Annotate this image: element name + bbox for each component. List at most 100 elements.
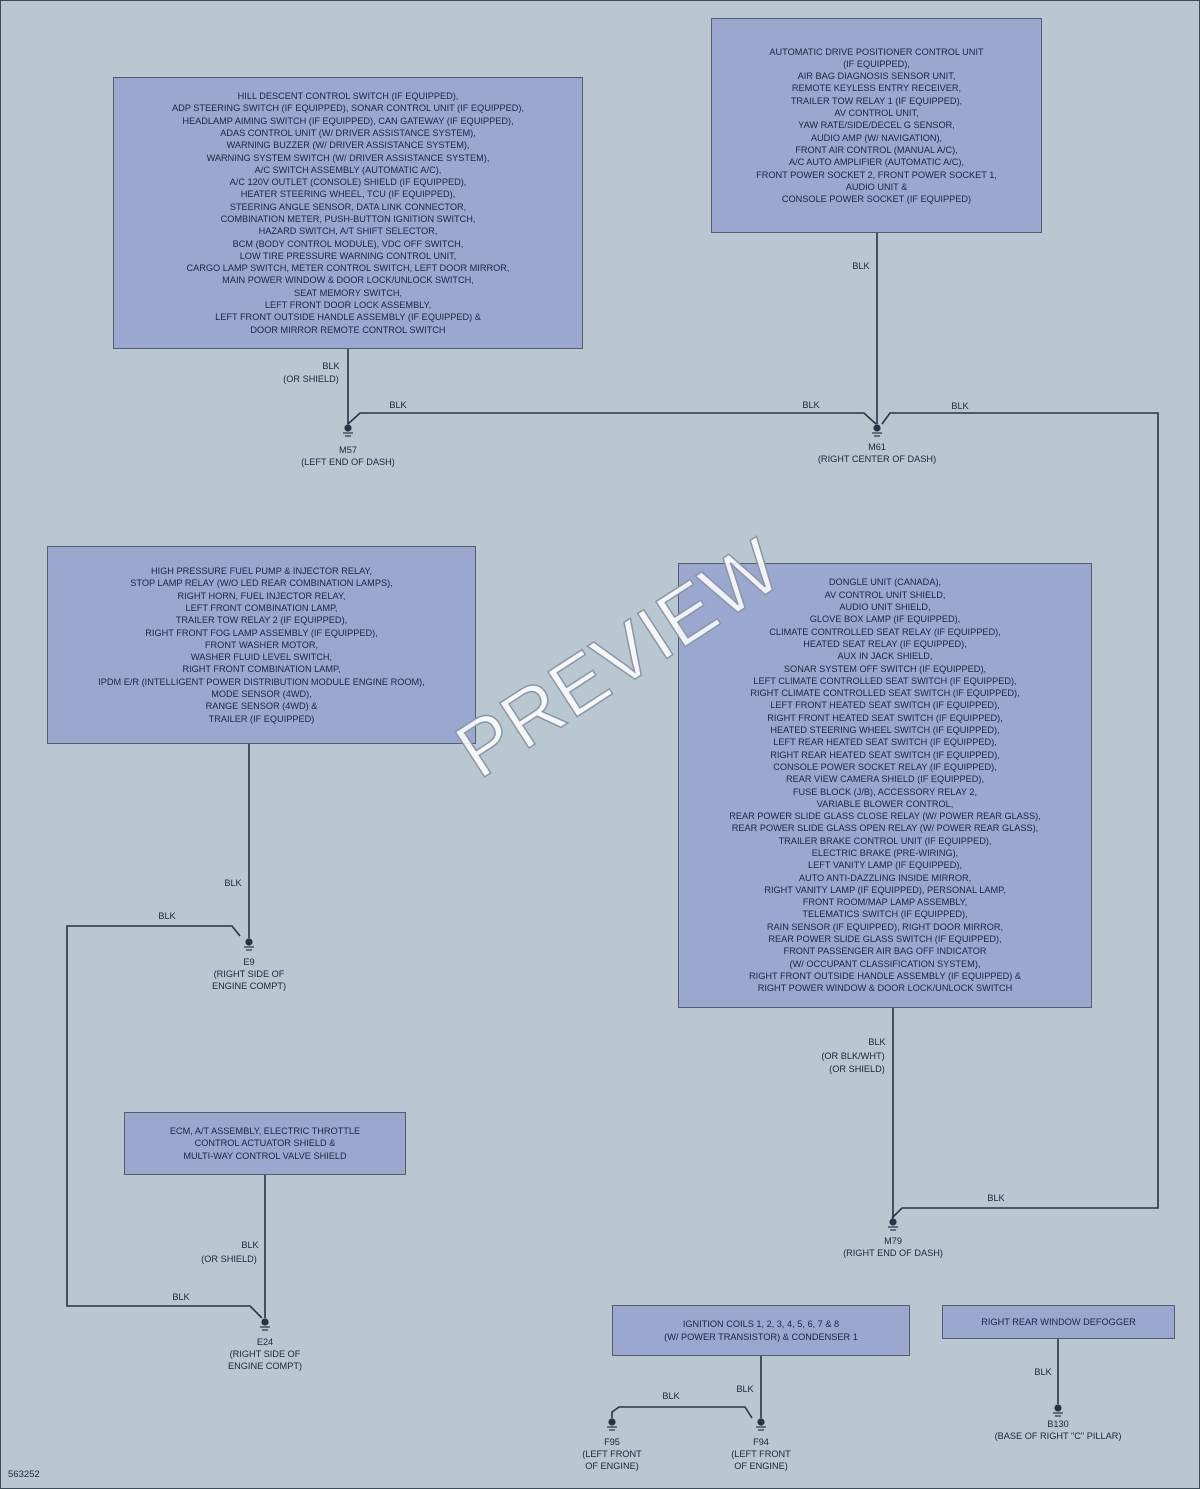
component-name-line: HEATED STEERING WHEEL SWITCH (IF EQUIPPE… (770, 725, 1000, 736)
component-name-line: AUDIO UNIT SHIELD, (839, 602, 931, 613)
component-name-line: LEFT VANITY LAMP (IF EQUIPPED), (807, 860, 962, 871)
ground-symbol-m61 (872, 424, 882, 437)
wire-color-label: (OR BLK/WHT) (821, 1051, 885, 1061)
component-name-line: (IF EQUIPPED), (843, 58, 910, 69)
component-name-line: RIGHT FRONT OUTSIDE HANDLE ASSEMBLY (IF … (749, 970, 1021, 981)
component-name-line: SEAT MEMORY SWITCH, (293, 287, 403, 298)
ground-label-m61: M61(RIGHT CENTER OF DASH) (817, 442, 937, 464)
wire-m61-m79 (881, 412, 1159, 1219)
component-name-line: ELECTRIC BRAKE (PRE-WIRING), (811, 847, 959, 858)
wire-color-label: BLK (224, 878, 242, 888)
component-name-line: DOOR MIRROR REMOTE CONTROL SWITCH (250, 324, 446, 335)
component-box-ignition-coils: IGNITION COILS 1, 2, 3, 4, 5, 6, 7 & 8(W… (612, 1305, 910, 1356)
component-name-line: (W/ POWER TRANSISTOR) & CONDENSER 1 (664, 1331, 858, 1342)
wire-f94-f95 (611, 1406, 753, 1419)
component-name-line: TRAILER BRAKE CONTROL UNIT (IF EQUIPPED)… (778, 835, 992, 846)
component-name-line: REAR POWER SLIDE GLASS SWITCH (IF EQUIPP… (768, 934, 1002, 945)
component-name-line: AUTOMATIC DRIVE POSITIONER CONTROL UNIT (769, 46, 984, 57)
wire-color-label: BLK (951, 401, 969, 411)
component-name-line: STOP LAMP RELAY (W/O LED REAR COMBINATIO… (130, 578, 393, 589)
component-name-line: AUX IN JACK SHIELD, (837, 651, 933, 662)
component-name-line: FRONT POWER SOCKET 2, FRONT POWER SOCKET… (756, 169, 997, 180)
wire-color-label: BLK (158, 911, 176, 921)
ground-symbol-m79 (888, 1218, 898, 1231)
component-name-line: TELEMATICS SWITCH (IF EQUIPPED), (802, 909, 968, 920)
ground-symbol-b130 (1053, 1404, 1063, 1417)
component-name-line: RIGHT HORN, FUEL INJECTOR RELAY, (177, 590, 346, 601)
wire-color-label: BLK (802, 400, 820, 410)
wire-color-label: BLK (1034, 1367, 1052, 1377)
component-name-line: ADP STEERING SWITCH (IF EQUIPPED), SONAR… (171, 103, 525, 114)
wire-color-label: BLK (736, 1384, 754, 1394)
component-name-line: GLOVE BOX LAMP (IF EQUIPPED), (809, 614, 961, 625)
component-name-line: RIGHT POWER WINDOW & DOOR LOCK/UNLOCK SW… (757, 983, 1013, 994)
component-box-rear-defogger: RIGHT REAR WINDOW DEFOGGER (942, 1305, 1175, 1339)
component-name-line: MODE SENSOR (4WD), (211, 689, 312, 700)
component-name-line: COMBINATION METER, PUSH-BUTTON IGNITION … (220, 214, 476, 224)
component-name-line: CLIMATE CONTROLLED SEAT RELAY (IF EQUIPP… (769, 626, 1001, 637)
component-name-line: WASHER FLUID LEVEL SWITCH, (190, 652, 333, 663)
component-name-line: REAR POWER SLIDE GLASS CLOSE RELAY (W/ P… (729, 811, 1041, 822)
component-name-line: IGNITION COILS 1, 2, 3, 4, 5, 6, 7 & 8 (682, 1319, 840, 1330)
component-name-line: AUTO ANTI-DAZZLING INSIDE MIRROR, (798, 872, 972, 883)
ground-symbol-f95 (607, 1418, 617, 1431)
wire-e9-e24 (66, 925, 263, 1319)
component-name-line: CARGO LAMP SWITCH, METER CONTROL SWITCH,… (186, 263, 510, 274)
wire-m57-m61 (347, 412, 877, 425)
component-name-line: LEFT REAR HEATED SEAT SWITCH (IF EQUIPPE… (773, 737, 997, 748)
wire-color-label: BLK (172, 1292, 190, 1302)
component-name-line: LEFT FRONT HEATED SEAT SWITCH (IF EQUIPP… (770, 700, 1000, 711)
component-name-line: AIR BAG DIAGNOSIS SENSOR UNIT, (797, 71, 956, 82)
component-name-line: HIGH PRESSURE FUEL PUMP & INJECTOR RELAY… (150, 566, 373, 577)
component-name-line: HEATER STEERING WHEEL, TCU (IF EQUIPPED)… (240, 189, 456, 200)
wire-color-label: BLK (389, 400, 407, 410)
component-name-line: CONTROL ACTUATOR SHIELD & (194, 1138, 336, 1149)
component-name-line: FUSE BLOCK (J/B), ACCESSORY RELAY 2, (792, 786, 978, 797)
component-name-line: REAR POWER SLIDE GLASS OPEN RELAY (W/ PO… (731, 823, 1039, 834)
component-name-line: IPDM E/R (INTELLIGENT POWER DISTRIBUTION… (98, 676, 425, 687)
wire-color-label: (OR SHIELD) (201, 1254, 257, 1264)
component-name-line: LOW TIRE PRESSURE WARNING CONTROL UNIT, (239, 250, 457, 261)
ground-symbol-f94 (756, 1418, 766, 1431)
component-name-line: BCM (BODY CONTROL MODULE), VDC OFF SWITC… (232, 238, 464, 249)
component-name-line: HEADLAMP AIMING SWITCH (IF EQUIPPED), CA… (182, 115, 514, 126)
component-name-line: (W/ OCCUPANT CLASSIFICATION SYSTEM), (789, 958, 981, 969)
component-name-line: LEFT FRONT COMBINATION LAMP, (185, 602, 338, 613)
component-box-dash-left: HILL DESCENT CONTROL SWITCH (IF EQUIPPED… (113, 77, 583, 349)
component-name-line: RIGHT CLIMATE CONTROLLED SEAT SWITCH (IF… (750, 688, 1020, 699)
figure-number: 563252 (8, 1469, 40, 1480)
component-name-line: TRAILER TOW RELAY 2 (IF EQUIPPED), (175, 615, 348, 626)
component-name-line: HAZARD SWITCH, A/T SHIFT SELECTOR, (258, 226, 438, 237)
component-name-line: AV CONTROL UNIT SHIELD, (824, 589, 946, 600)
component-box-dash-center: AUTOMATIC DRIVE POSITIONER CONTROL UNIT(… (711, 18, 1042, 233)
component-name-line: RANGE SENSOR (4WD) & (205, 701, 318, 712)
component-name-line: WARNING BUZZER (W/ DRIVER ASSISTANCE SYS… (226, 140, 470, 151)
component-name-line: FRONT WASHER MOTOR, (204, 639, 319, 650)
component-name-line: CONSOLE POWER SOCKET RELAY (IF EQUIPPED)… (773, 761, 997, 772)
component-name-line: LEFT FRONT OUTSIDE HANDLE ASSEMBLY (IF E… (215, 312, 481, 323)
component-name-line: RIGHT FRONT HEATED SEAT SWITCH (IF EQUIP… (767, 712, 1003, 723)
component-name-line: FRONT ROOM/MAP LAMP ASSEMBLY, (802, 897, 968, 908)
component-name-line: A/C SWITCH ASSEMBLY (AUTOMATIC A/C), (254, 164, 442, 175)
component-name-line: RIGHT REAR WINDOW DEFOGGER (981, 1316, 1136, 1327)
component-name-line: AUDIO UNIT & (845, 181, 908, 192)
component-name-line: VARIABLE BLOWER CONTROL, (816, 798, 954, 809)
wire-color-label: BLK (868, 1037, 886, 1047)
component-name-line: TRAILER (IF EQUIPPED) (208, 713, 315, 724)
component-name-line: FRONT PASSENGER AIR BAG OFF INDICATOR (783, 946, 987, 957)
component-name-line: LEFT CLIMATE CONTROLLED SEAT SWITCH (IF … (753, 675, 1017, 686)
component-name-line: HEATED SEAT RELAY (IF EQUIPPED), (803, 638, 967, 649)
component-name-line: HILL DESCENT CONTROL SWITCH (IF EQUIPPED… (237, 91, 459, 102)
component-name-line: AUDIO AMP (W/ NAVIGATION), (810, 132, 943, 143)
component-name-line: ECM, A/T ASSEMBLY, ELECTRIC THROTTLE (169, 1126, 361, 1137)
component-name-line: DONGLE UNIT (CANADA), (828, 577, 942, 588)
component-name-line: A/C AUTO AMPLIFIER (AUTOMATIC A/C), (788, 157, 965, 168)
wire-color-label: BLK (852, 261, 870, 271)
component-name-line: SONAR SYSTEM OFF SWITCH (IF EQUIPPED), (783, 663, 987, 674)
